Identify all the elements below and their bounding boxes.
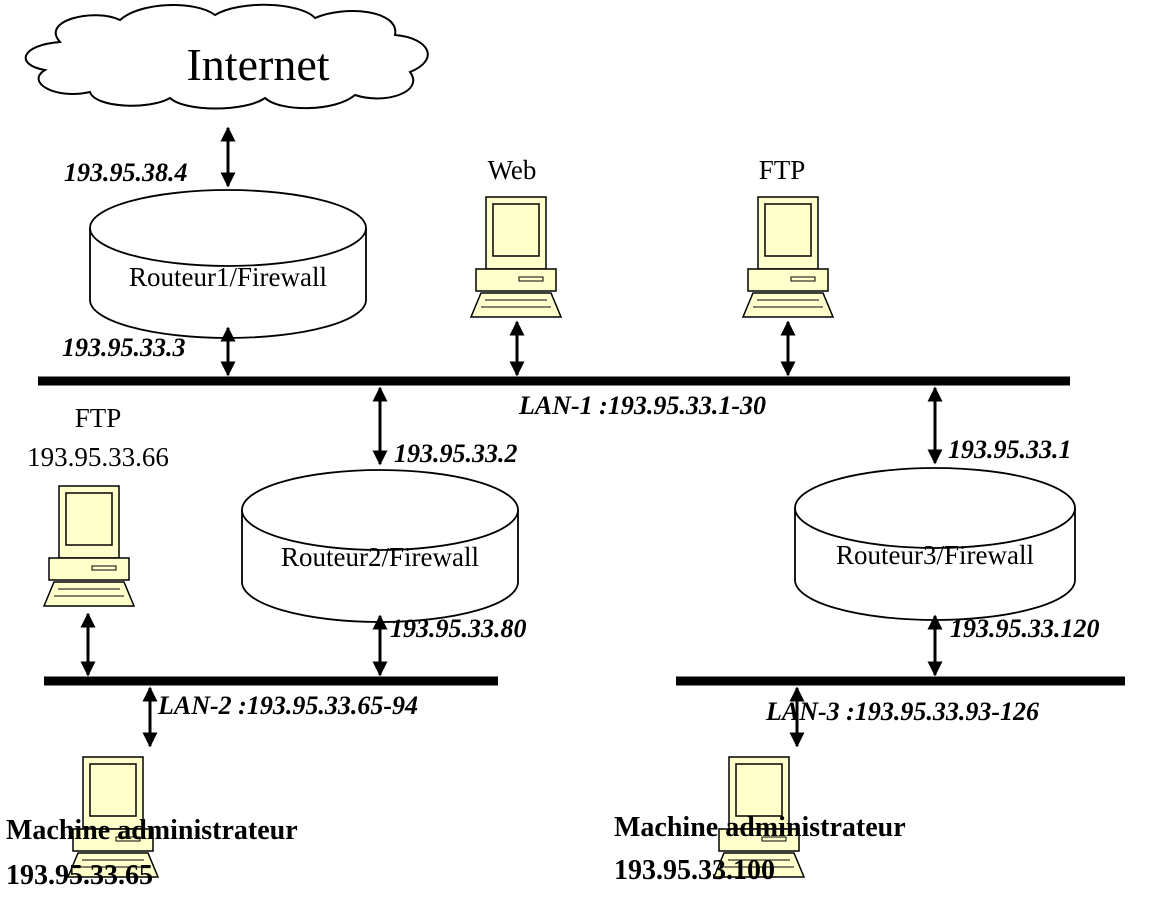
router3-ip-top: 193.95.33.1 <box>948 435 1072 464</box>
web-server-label: Web <box>488 155 537 185</box>
router3-label: Routeur3/Firewall <box>836 540 1034 570</box>
router3: Routeur3/Firewall <box>794 467 1076 621</box>
admin1-label: Machine administrateur <box>6 815 298 846</box>
ftp2-server-ip: 193.95.33.66 <box>27 442 169 472</box>
internet-label: Internet <box>186 39 329 90</box>
lan2-label: LAN-2 :193.95.33.65-94 <box>157 691 418 720</box>
router2: Routeur2/Firewall <box>241 469 519 623</box>
ftp-server-computer <box>742 196 834 318</box>
router3-ip-bottom: 193.95.33.120 <box>950 614 1100 643</box>
admin1-ip: 193.95.33.65 <box>6 860 153 891</box>
lan1-label: LAN-1 :193.95.33.1-30 <box>518 391 766 420</box>
internet-cloud: Internet <box>24 3 429 110</box>
lan3-label: LAN-3 :193.95.33.93-126 <box>765 697 1039 726</box>
web-server-computer <box>470 196 562 318</box>
router2-ip-bottom: 193.95.33.80 <box>390 614 527 643</box>
router1-ip-top: 193.95.38.4 <box>64 158 188 187</box>
router1-label: Routeur1/Firewall <box>129 262 327 292</box>
connections <box>80 126 943 748</box>
router2-ip-top: 193.95.33.2 <box>394 439 518 468</box>
ftp-server-label: FTP <box>759 155 806 185</box>
router1-ip-bottom: 193.95.33.3 <box>62 333 186 362</box>
router1: Routeur1/Firewall <box>89 189 367 339</box>
admin2-label: Machine administrateur <box>614 812 906 843</box>
router2-label: Routeur2/Firewall <box>281 542 479 572</box>
admin2-ip: 193.95.33.100 <box>614 855 775 886</box>
ftp2-server-computer <box>43 485 135 607</box>
ftp2-server-label: FTP <box>75 403 122 433</box>
